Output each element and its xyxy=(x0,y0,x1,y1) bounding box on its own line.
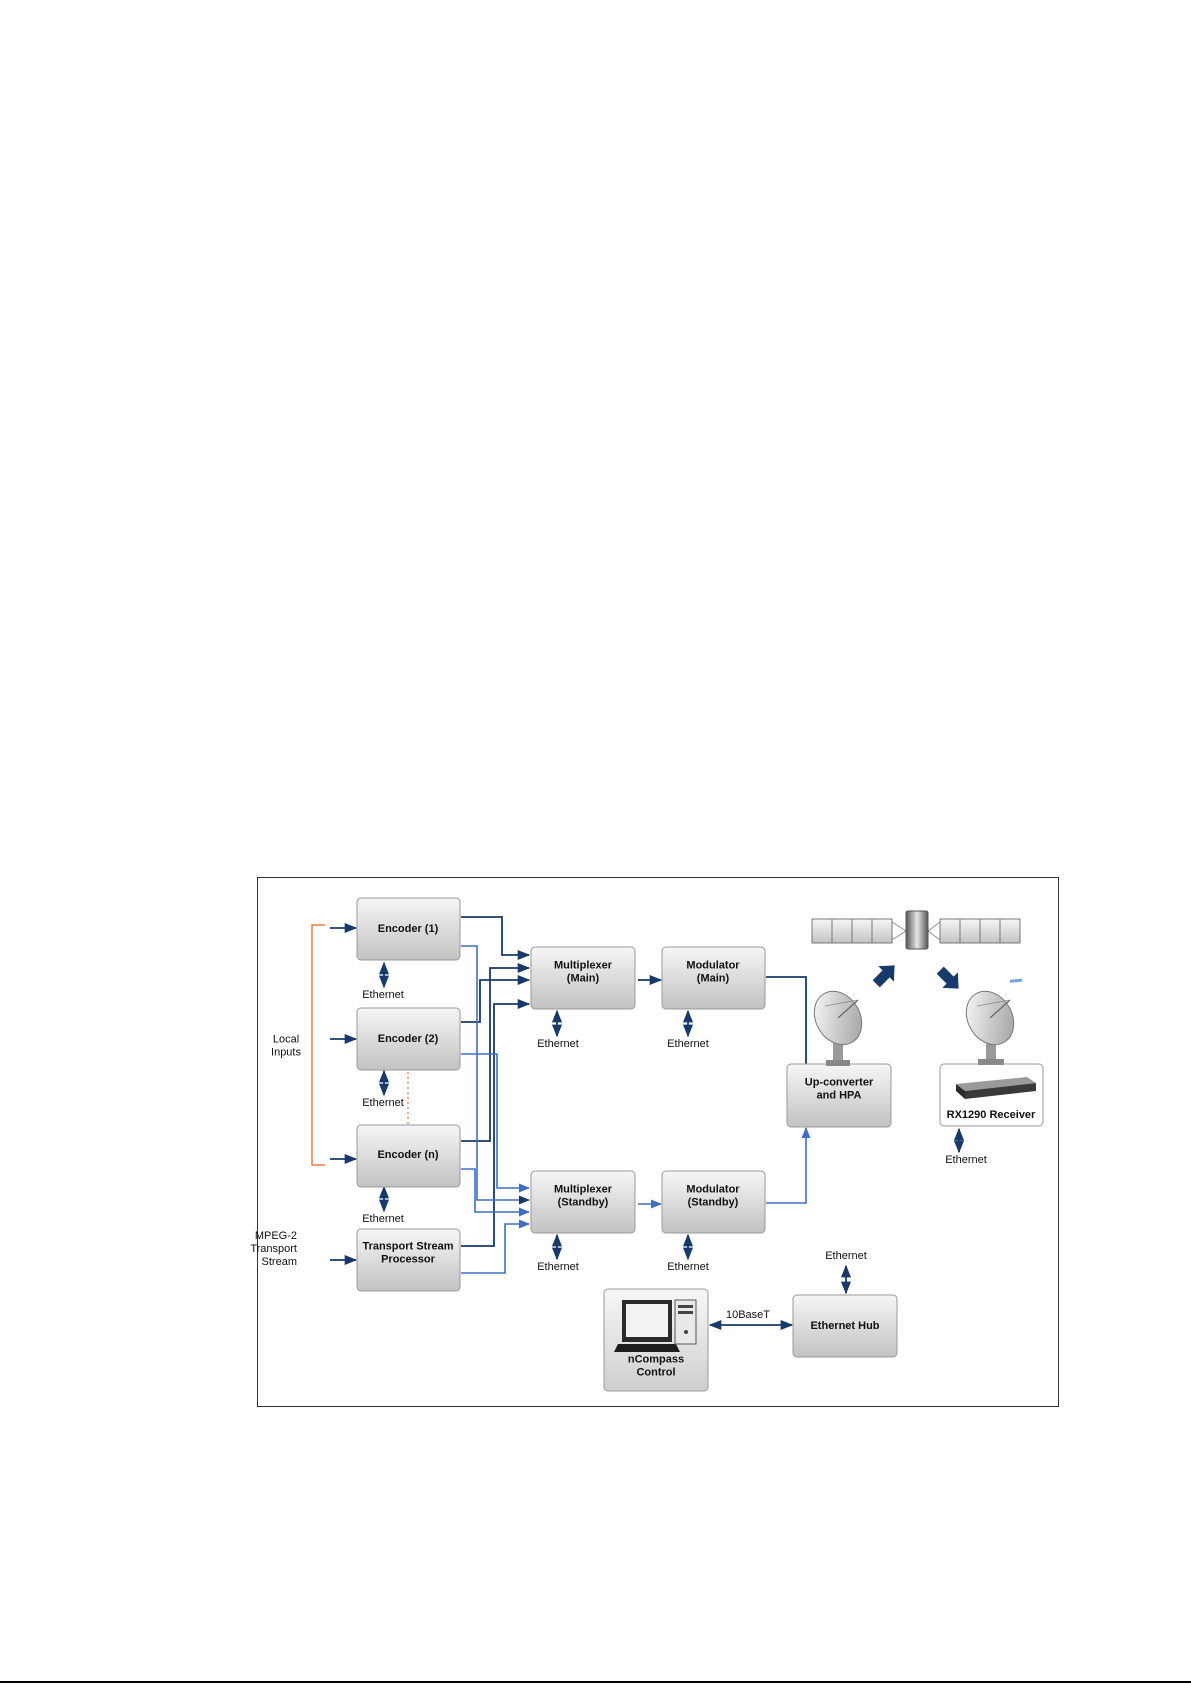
label-line: Encoder (1) xyxy=(378,923,439,935)
multiplexer-standby-block: Multiplexer(Standby) xyxy=(530,1170,636,1234)
receiver-unit-icon xyxy=(956,978,1036,1099)
ethernet-label-mod-standby: Ethernet xyxy=(667,1261,709,1273)
downlink-arrow-icon xyxy=(936,966,959,989)
label-line: (Standby) xyxy=(558,1197,609,1209)
label-line: Modulator xyxy=(686,960,740,972)
uplink-arrow-icon xyxy=(872,965,895,988)
ethernet-label-encoder2: Ethernet xyxy=(362,1097,404,1109)
rx1290-receiver-block: RX1290 Receiver xyxy=(939,978,1044,1127)
computer-icon xyxy=(614,1299,697,1352)
label-line: Inputs xyxy=(271,1047,301,1059)
svg-text:Encoder (n): Encoder (n) xyxy=(377,1149,438,1161)
label-line: Local xyxy=(273,1034,299,1046)
label-line: nCompass xyxy=(628,1354,684,1366)
svg-text:RX1290 Receiver: RX1290 Receiver xyxy=(947,1109,1036,1121)
label-line: MPEG-2 xyxy=(255,1230,297,1242)
input-arrows xyxy=(330,922,358,1266)
label-line: and HPA xyxy=(816,1090,861,1102)
svg-text:Encoder (2): Encoder (2) xyxy=(378,1033,439,1045)
label-line: Transport xyxy=(250,1243,297,1255)
label-line: Encoder (n) xyxy=(377,1149,438,1161)
tenbaset-label: 10BaseT xyxy=(726,1309,770,1321)
label-line: Ethernet Hub xyxy=(810,1320,879,1332)
label-line: (Main) xyxy=(697,973,730,985)
standby-signal-paths xyxy=(461,945,811,1274)
svg-text:Modulator(Standby): Modulator(Standby) xyxy=(686,1184,740,1209)
label-line: RX1290 Receiver xyxy=(947,1109,1036,1121)
label-line: Processor xyxy=(381,1254,436,1266)
ethernet-links xyxy=(378,961,965,1331)
ethernet-label-encodern: Ethernet xyxy=(362,1213,404,1225)
label-line: Multiplexer xyxy=(554,1184,613,1196)
downlink-dish-icon xyxy=(965,990,1015,1065)
satellite-icon xyxy=(811,910,1021,950)
label-line: Encoder (2) xyxy=(378,1033,439,1045)
label-line: Stream xyxy=(262,1256,297,1268)
label-line: Control xyxy=(636,1367,675,1379)
label-line: (Standby) xyxy=(688,1197,739,1209)
svg-text:Multiplexer(Main): Multiplexer(Main) xyxy=(554,960,613,985)
encoder-1-block: Encoder (1) xyxy=(356,897,461,961)
svg-text:Multiplexer(Standby): Multiplexer(Standby) xyxy=(554,1184,613,1209)
label-line: Up-converter xyxy=(805,1077,874,1089)
uplink-dish-icon xyxy=(813,990,863,1066)
encoder-n-block: Encoder (n) xyxy=(356,1124,461,1188)
modulator-standby-block: Modulator(Standby) xyxy=(661,1170,766,1234)
ethernet-label-encoder1: Ethernet xyxy=(362,989,404,1001)
label-line: Modulator xyxy=(686,1184,740,1196)
ethernet-label-receiver: Ethernet xyxy=(945,1154,987,1166)
ethernet-label-mod-main: Ethernet xyxy=(667,1038,709,1050)
ethernet-hub-block: Ethernet Hub xyxy=(792,1294,898,1358)
ethernet-label-mux-main: Ethernet xyxy=(537,1038,579,1050)
svg-text:Modulator(Main): Modulator(Main) xyxy=(686,960,740,985)
local-inputs-bracket xyxy=(311,924,325,1166)
svg-text:Encoder (1): Encoder (1) xyxy=(378,923,439,935)
label-line: (Main) xyxy=(567,973,600,985)
page-footer-rule xyxy=(0,1681,1191,1683)
modulator-main-block: Modulator(Main) xyxy=(661,946,766,1010)
ethernet-label-mux-standby: Ethernet xyxy=(537,1261,579,1273)
ethernet-label-hub: Ethernet xyxy=(825,1250,867,1262)
label-line: Transport Stream xyxy=(362,1241,453,1253)
encoder-2-block: Encoder (2) xyxy=(356,1007,461,1071)
multiplexer-main-block: Multiplexer(Main) xyxy=(530,946,636,1010)
label-line: Multiplexer xyxy=(554,960,613,972)
svg-text:Ethernet Hub: Ethernet Hub xyxy=(810,1320,879,1332)
